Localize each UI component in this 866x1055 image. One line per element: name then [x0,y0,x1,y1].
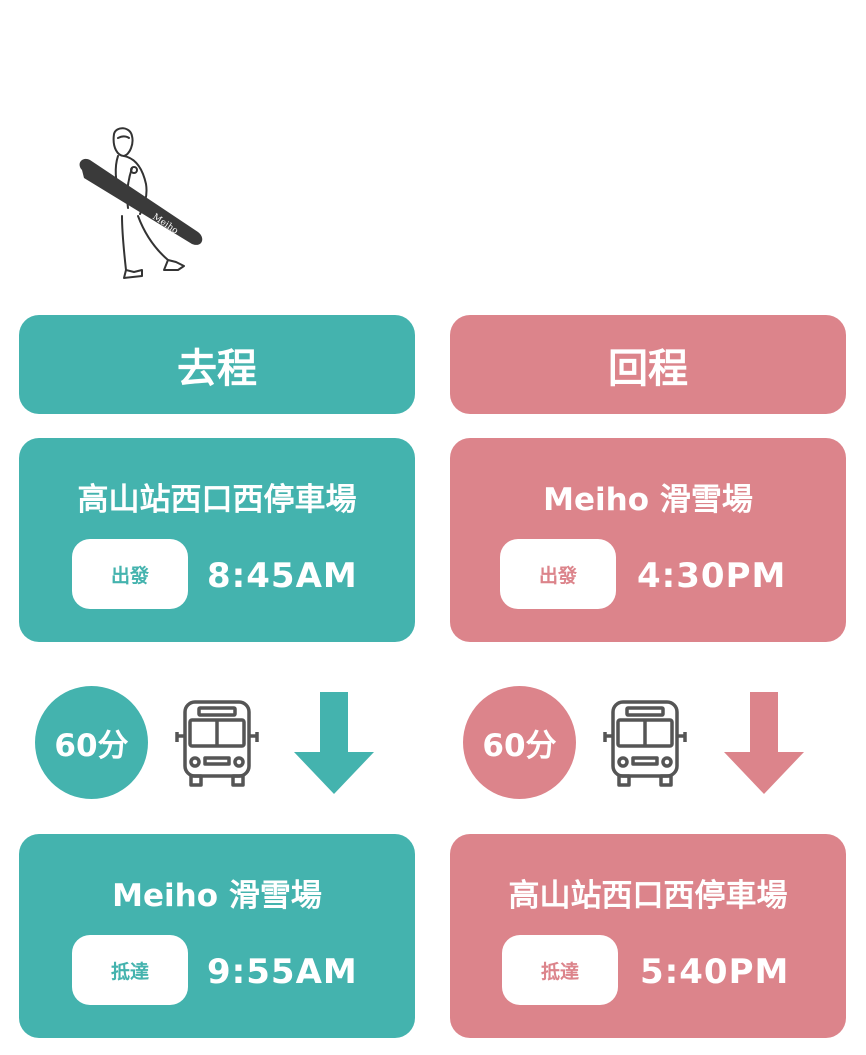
arrive-badge: 抵達 [502,935,618,1005]
arrive-badge-label: 抵達 [110,960,149,983]
inbound-header-label: 回程 [608,345,688,392]
arrive-badge: 抵達 [72,935,188,1005]
outbound-header: 去程 [19,315,415,414]
inbound-depart-place: Meiho 滑雪場 [543,482,753,518]
inbound-header: 回程 [450,315,846,414]
inbound-depart-time: 4:30PM [637,556,787,596]
inbound-arrive-time: 5:40PM [640,952,790,992]
bus-icon [603,700,687,787]
inbound-arrive-place: 高山站西口西停車場 [508,878,788,914]
inbound-duration-badge: 60分 [463,686,576,799]
outbound-duration-badge: 60分 [35,686,148,799]
inbound-arrive-card: 高山站西口西停車場 抵達 5:40PM [450,834,846,1038]
outbound-header-label: 去程 [177,345,257,392]
arrow-down-icon [724,692,804,794]
depart-badge: 出發 [500,539,616,609]
depart-badge: 出發 [72,539,188,609]
depart-badge-label: 出發 [110,564,149,587]
outbound-depart-time: 8:45AM [207,556,358,596]
outbound-arrive-time: 9:55AM [207,952,358,992]
bus-icon [175,700,259,787]
depart-badge-label: 出發 [538,564,577,587]
inbound-duration: 60分 [482,728,557,764]
outbound-duration: 60分 [54,728,129,764]
outbound-arrive-card: Meiho 滑雪場 抵達 9:55AM [19,834,415,1038]
snowboarder-illustration: Meiho [79,127,203,279]
outbound-depart-place: 高山站西口西停車場 [77,482,357,518]
outbound-arrive-place: Meiho 滑雪場 [112,878,322,914]
arrow-down-icon [294,692,374,794]
outbound-depart-card: 高山站西口西停車場 出發 8:45AM [19,438,415,642]
arrive-badge-label: 抵達 [540,960,579,983]
inbound-depart-card: Meiho 滑雪場 出發 4:30PM [450,438,846,642]
